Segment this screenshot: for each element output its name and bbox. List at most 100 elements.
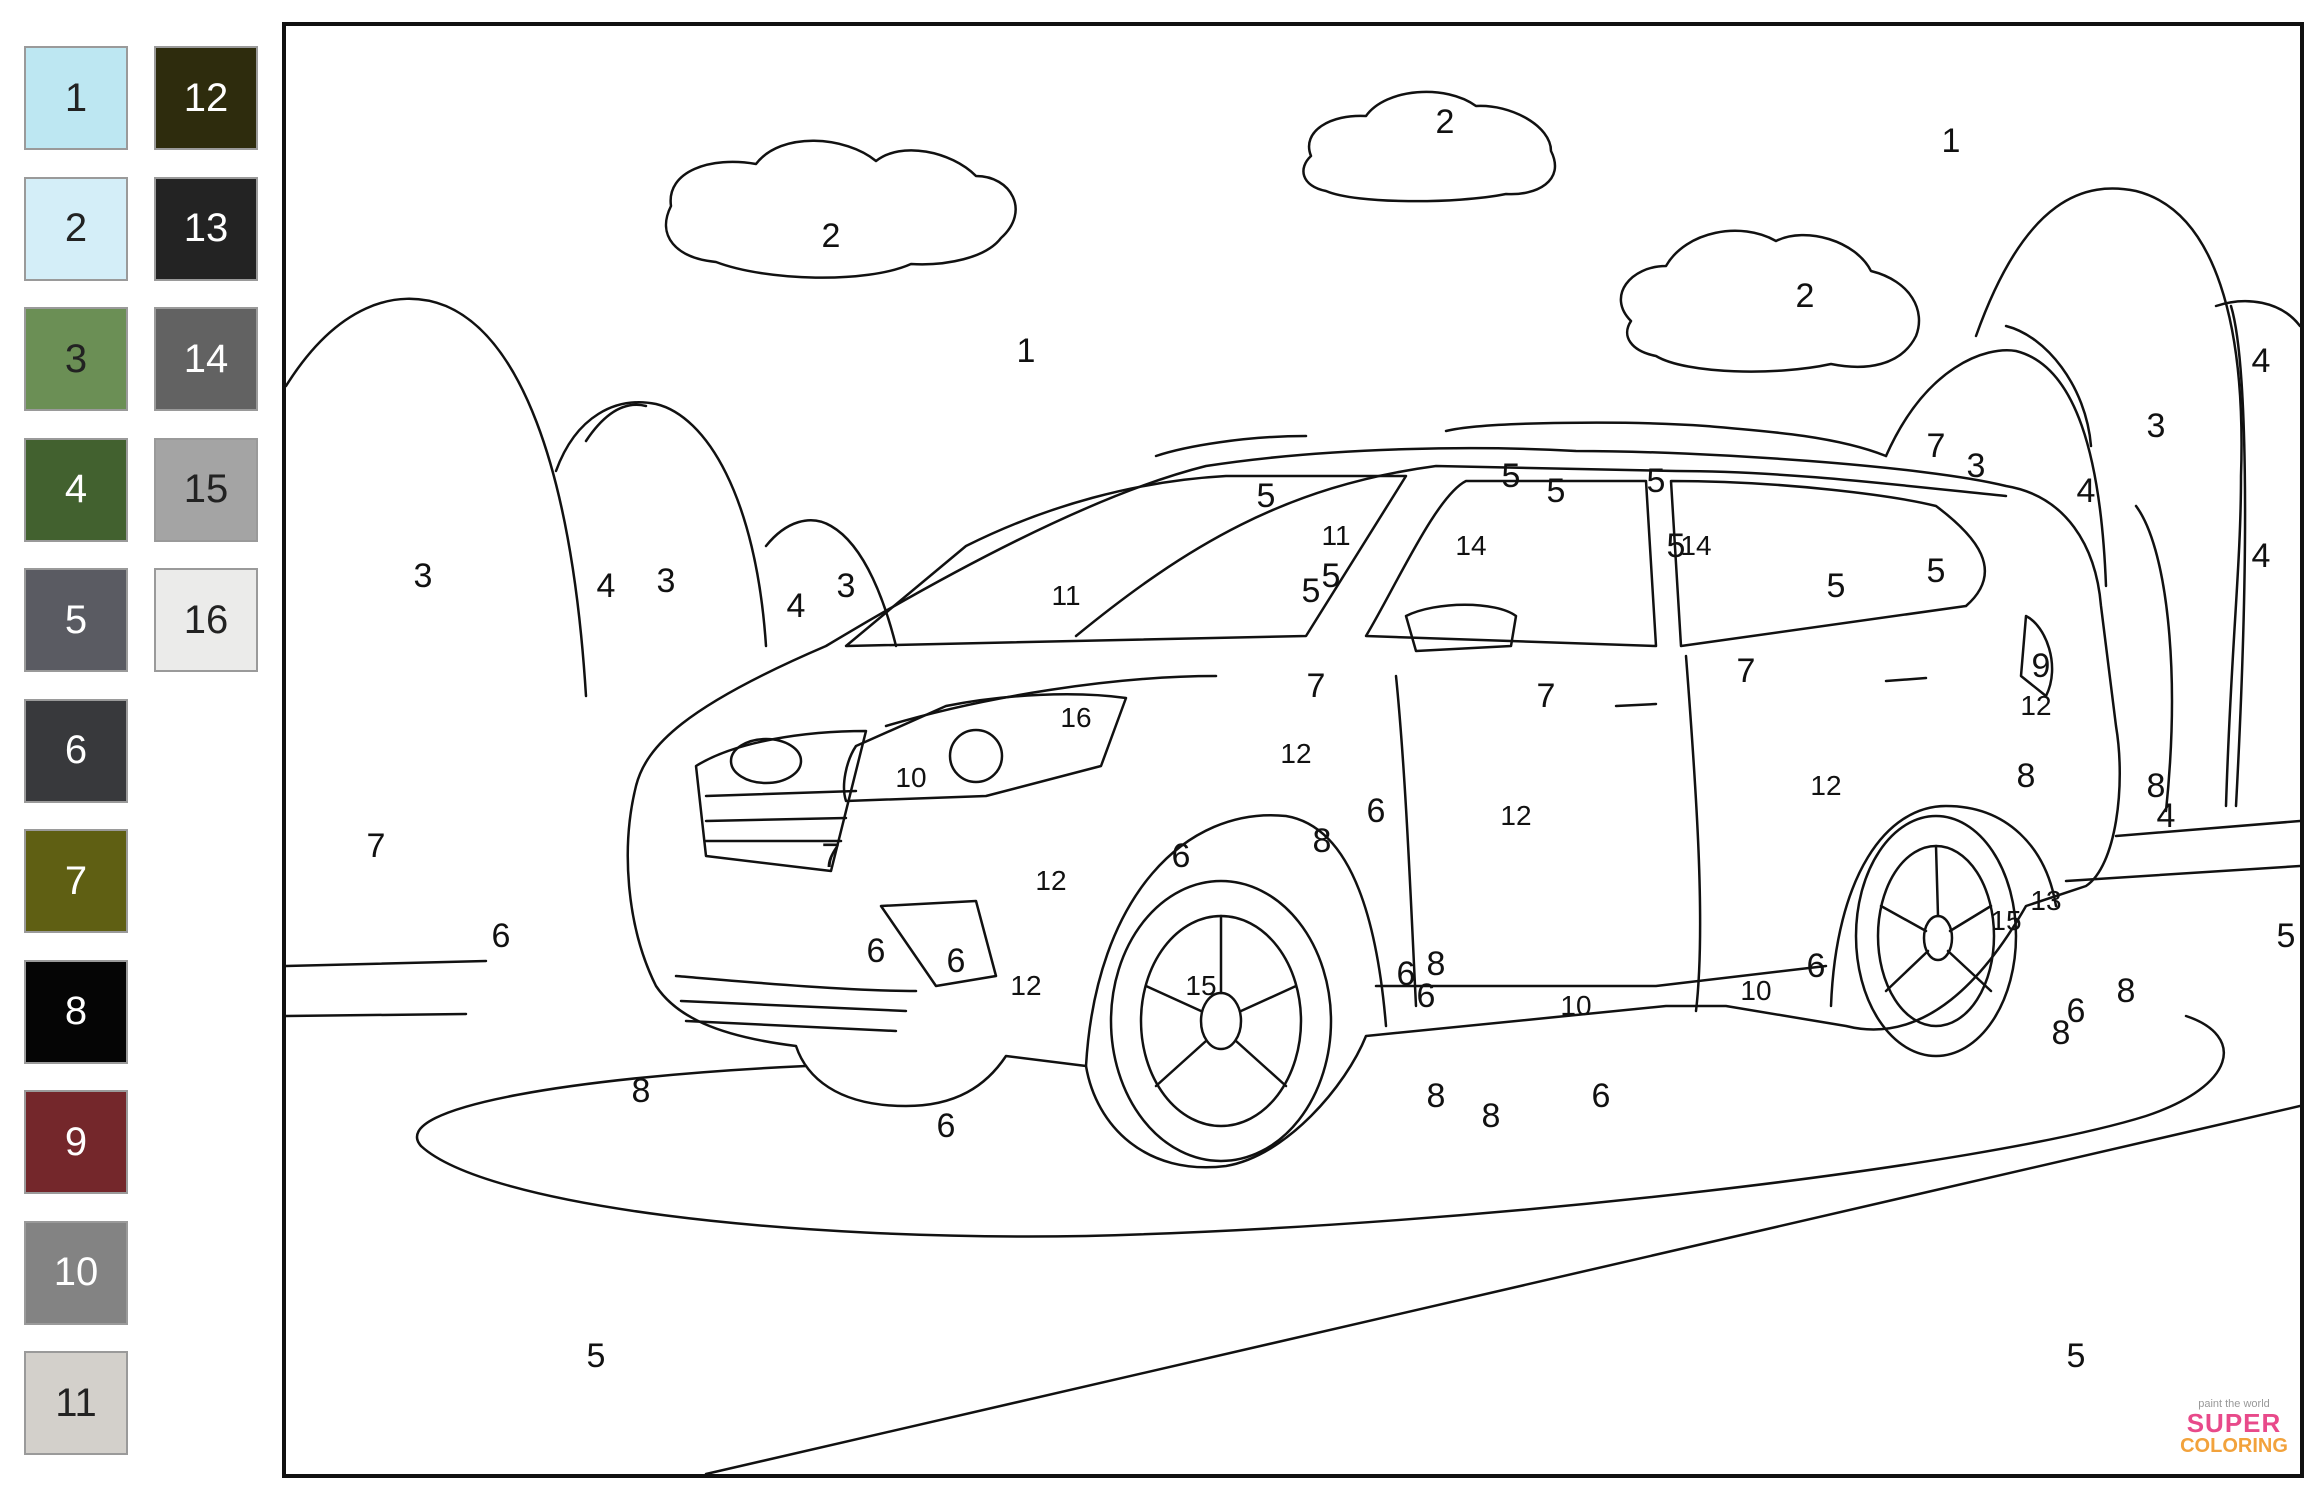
palette-swatch-2[interactable]: 2 <box>24 176 128 281</box>
region-number-6[interactable]: 6 <box>1591 1077 1611 1115</box>
region-number-5[interactable]: 5 <box>1546 472 1566 510</box>
region-number-5[interactable]: 5 <box>1826 567 1846 605</box>
palette-swatch-14[interactable]: 14 <box>154 307 258 411</box>
palette-swatch-3[interactable]: 3 <box>24 307 128 411</box>
region-number-4[interactable]: 4 <box>786 587 806 625</box>
region-number-5[interactable]: 5 <box>1501 457 1521 495</box>
palette-swatch-12[interactable]: 12 <box>154 46 258 150</box>
region-number-4[interactable]: 4 <box>2156 797 2176 835</box>
region-number-7[interactable]: 7 <box>366 827 386 865</box>
region-number-3[interactable]: 3 <box>413 557 433 595</box>
region-number-4[interactable]: 4 <box>2076 472 2096 510</box>
region-number-12[interactable]: 12 <box>1010 970 1042 1001</box>
region-number-2[interactable]: 2 <box>821 217 841 255</box>
region-number-3[interactable]: 3 <box>2146 407 2166 445</box>
region-number-15[interactable]: 15 <box>1990 905 2022 936</box>
cloud-shape <box>1619 229 1921 373</box>
side-window-rear <box>1669 479 1987 648</box>
palette-swatch-7[interactable]: 7 <box>24 829 128 933</box>
region-number-12[interactable]: 12 <box>1035 865 1067 896</box>
region-number-6[interactable]: 6 <box>1416 977 1436 1015</box>
region-number-13[interactable]: 13 <box>2030 885 2062 916</box>
region-number-14[interactable]: 14 <box>1680 530 1712 561</box>
region-number-12[interactable]: 12 <box>1500 800 1532 831</box>
region-number-5[interactable]: 5 <box>1256 477 1276 515</box>
region-number-6[interactable]: 6 <box>1171 837 1191 875</box>
palette-swatch-6[interactable]: 6 <box>24 698 128 803</box>
region-number-12[interactable]: 12 <box>1280 738 1312 769</box>
rear-wheel-spokes <box>1879 844 1993 993</box>
region-number-16[interactable]: 16 <box>1060 702 1092 733</box>
region-number-8[interactable]: 8 <box>2016 757 2036 795</box>
region-number-4[interactable]: 4 <box>596 567 616 605</box>
region-number-2[interactable]: 2 <box>1795 277 1815 315</box>
region-number-12[interactable]: 12 <box>1810 770 1842 801</box>
region-number-1[interactable]: 1 <box>1941 122 1961 160</box>
region-number-6[interactable]: 6 <box>1806 947 1826 985</box>
region-number-8[interactable]: 8 <box>1426 1077 1446 1115</box>
region-number-2[interactable]: 2 <box>1435 103 1455 141</box>
region-number-5[interactable]: 5 <box>2066 1337 2086 1375</box>
palette-swatch-10[interactable]: 10 <box>24 1220 128 1325</box>
region-number-8[interactable]: 8 <box>1426 945 1446 983</box>
road-line <box>286 959 488 1018</box>
region-number-12[interactable]: 12 <box>2020 690 2052 721</box>
region-number-8[interactable]: 8 <box>2051 1014 2071 1052</box>
region-number-10[interactable]: 10 <box>1560 990 1592 1021</box>
tree-shape <box>1974 187 2243 808</box>
palette-swatch-1[interactable]: 1 <box>24 46 128 150</box>
region-number-7[interactable]: 7 <box>1926 427 1946 465</box>
region-number-5[interactable]: 5 <box>2276 917 2296 955</box>
region-number-5[interactable]: 5 <box>586 1337 606 1375</box>
cloud-shape <box>664 139 1017 279</box>
region-number-3[interactable]: 3 <box>656 562 676 600</box>
region-number-4[interactable]: 4 <box>2251 342 2271 380</box>
region-number-8[interactable]: 8 <box>2116 972 2136 1010</box>
palette-swatch-5[interactable]: 5 <box>24 568 128 672</box>
region-number-8[interactable]: 8 <box>1481 1097 1501 1135</box>
region-number-7[interactable]: 7 <box>821 837 841 875</box>
region-number-8[interactable]: 8 <box>631 1072 651 1110</box>
palette-swatch-15[interactable]: 15 <box>154 437 258 542</box>
palette-swatch-9[interactable]: 9 <box>24 1090 128 1194</box>
car-outline <box>626 446 2121 1169</box>
region-number-6[interactable]: 6 <box>936 1107 956 1145</box>
region-number-11[interactable]: 11 <box>1321 520 1351 551</box>
palette-swatch-4[interactable]: 4 <box>24 437 128 542</box>
region-number-8[interactable]: 8 <box>1312 822 1332 860</box>
region-number-6[interactable]: 6 <box>1366 792 1386 830</box>
palette-swatch-13[interactable]: 13 <box>154 176 258 281</box>
bumper <box>674 974 918 1033</box>
region-number-6[interactable]: 6 <box>946 942 966 980</box>
region-number-10[interactable]: 10 <box>1740 975 1772 1006</box>
region-number-9[interactable]: 9 <box>2031 647 2051 685</box>
region-number-7[interactable]: 7 <box>1736 652 1756 690</box>
region-number-7[interactable]: 7 <box>1306 667 1326 705</box>
front-wheel <box>1109 879 1333 1163</box>
region-number-5[interactable]: 5 <box>1646 462 1666 500</box>
region-number-14[interactable]: 14 <box>1455 530 1487 561</box>
region-number-5[interactable]: 5 <box>1301 572 1321 610</box>
region-number-8[interactable]: 8 <box>2146 767 2166 805</box>
region-number-1[interactable]: 1 <box>1016 332 1036 370</box>
region-number-15[interactable]: 15 <box>1185 970 1217 1001</box>
line-art <box>286 90 2300 1474</box>
region-number-5[interactable]: 5 <box>1321 557 1341 595</box>
region-number-6[interactable]: 6 <box>866 932 886 970</box>
palette-swatch-11[interactable]: 11 <box>24 1351 128 1455</box>
region-number-3[interactable]: 3 <box>836 567 856 605</box>
region-number-6[interactable]: 6 <box>491 917 511 955</box>
palette-swatch-8[interactable]: 8 <box>24 959 128 1064</box>
region-number-5[interactable]: 5 <box>1666 527 1686 565</box>
region-number-10[interactable]: 10 <box>895 762 927 793</box>
watermark-line2: COLORING <box>2180 1435 2288 1457</box>
region-number-7[interactable]: 7 <box>1536 677 1556 715</box>
region-number-3[interactable]: 3 <box>1966 447 1986 485</box>
palette-swatch-16[interactable]: 16 <box>154 568 258 672</box>
region-number-6[interactable]: 6 <box>2066 992 2086 1030</box>
region-number-5[interactable]: 5 <box>1926 552 1946 590</box>
region-number-4[interactable]: 4 <box>2251 537 2271 575</box>
region-number-11[interactable]: 11 <box>1051 580 1081 611</box>
region-number-6[interactable]: 6 <box>1396 955 1416 993</box>
